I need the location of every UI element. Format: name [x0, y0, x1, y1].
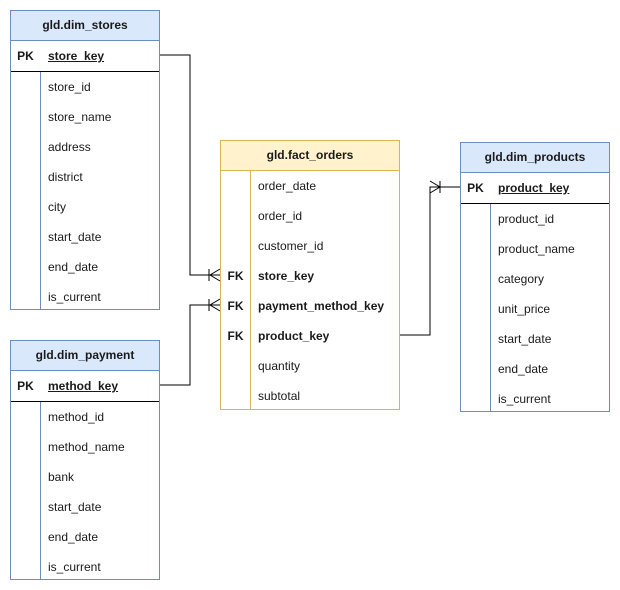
fk-column: payment_method_key: [258, 299, 385, 313]
pk-marker: PK: [17, 379, 34, 393]
column-row[interactable]: district: [11, 162, 159, 192]
column-row[interactable]: start_date: [11, 492, 159, 522]
column-row[interactable]: unit_price: [461, 294, 609, 324]
column-name: order_id: [258, 209, 303, 223]
column-row[interactable]: end_date: [11, 252, 159, 282]
pk-column: product_key: [498, 181, 570, 195]
key-divider: [490, 204, 491, 412]
column-row[interactable]: is_current: [11, 552, 159, 582]
column-name: unit_price: [498, 302, 551, 316]
fk-marker: FK: [227, 299, 244, 313]
table-dim-stores[interactable]: gld.dim_stores PK store_key store_id sto…: [10, 10, 160, 310]
product-key-relationship-line: [400, 186, 460, 336]
pk-row[interactable]: PK product_key: [461, 173, 609, 204]
fk-row[interactable]: FK store_key: [221, 261, 399, 291]
column-row[interactable]: city: [11, 192, 159, 222]
column-row[interactable]: customer_id: [221, 231, 399, 261]
column-name: end_date: [498, 362, 549, 376]
table-title: gld.dim_payment: [11, 341, 159, 371]
column-row[interactable]: bank: [11, 462, 159, 492]
column-name: start_date: [48, 500, 102, 514]
column-row[interactable]: start_date: [461, 324, 609, 354]
column-name: category: [498, 272, 545, 286]
payment-key-relationship-line: [160, 304, 220, 386]
key-divider: [250, 171, 251, 410]
column-name: bank: [48, 470, 75, 484]
column-row[interactable]: is_current: [461, 384, 609, 414]
table-dim-products[interactable]: gld.dim_products PK product_key product_…: [460, 142, 610, 412]
column-row[interactable]: store_id: [11, 72, 159, 102]
column-row[interactable]: subtotal: [221, 381, 399, 411]
column-name: district: [48, 170, 83, 184]
column-name: is_current: [498, 392, 551, 406]
table-dim-payment[interactable]: gld.dim_payment PK method_key method_id …: [10, 340, 160, 580]
column-name: product_id: [498, 212, 555, 226]
column-name: order_date: [258, 179, 317, 193]
pk-marker: PK: [17, 49, 34, 63]
fk-marker: FK: [227, 329, 244, 343]
table-title: gld.dim_products: [461, 143, 609, 173]
fk-column: product_key: [258, 329, 330, 343]
column-name: start_date: [48, 230, 102, 244]
column-row[interactable]: category: [461, 264, 609, 294]
column-name: subtotal: [258, 389, 301, 403]
column-name: start_date: [498, 332, 552, 346]
pk-column: store_key: [48, 49, 105, 63]
table-fact-orders[interactable]: gld.fact_orders order_date order_id cust…: [220, 140, 400, 410]
column-row[interactable]: method_name: [11, 432, 159, 462]
column-row[interactable]: method_id: [11, 402, 159, 432]
pk-row[interactable]: PK store_key: [11, 41, 159, 72]
column-name: address: [48, 140, 91, 154]
column-name: end_date: [48, 530, 99, 544]
key-divider: [40, 402, 41, 580]
fk-row[interactable]: FK payment_method_key: [221, 291, 399, 321]
column-row[interactable]: is_current: [11, 282, 159, 312]
column-name: method_name: [48, 440, 125, 454]
column-row[interactable]: start_date: [11, 222, 159, 252]
column-row[interactable]: store_name: [11, 102, 159, 132]
column-name: quantity: [258, 359, 301, 373]
store-key-relationship-line: [160, 54, 220, 276]
column-row[interactable]: product_id: [461, 204, 609, 234]
column-name: method_id: [48, 410, 105, 424]
column-name: end_date: [48, 260, 99, 274]
column-name: product_name: [498, 242, 575, 256]
pk-marker: PK: [467, 181, 484, 195]
pk-row[interactable]: PK method_key: [11, 371, 159, 402]
column-row[interactable]: quantity: [221, 351, 399, 381]
fk-row[interactable]: FK product_key: [221, 321, 399, 351]
column-row[interactable]: end_date: [11, 522, 159, 552]
key-divider: [40, 72, 41, 310]
column-name: store_id: [48, 80, 91, 94]
table-title: gld.fact_orders: [221, 141, 399, 171]
table-title: gld.dim_stores: [11, 11, 159, 41]
column-row[interactable]: end_date: [461, 354, 609, 384]
column-name: city: [48, 200, 66, 214]
crows-foot-store-key-icon: [208, 268, 221, 282]
fk-column: store_key: [258, 269, 315, 283]
column-row[interactable]: order_date: [221, 171, 399, 201]
column-name: is_current: [48, 560, 101, 574]
column-name: store_name: [48, 110, 112, 124]
column-name: customer_id: [258, 239, 324, 253]
crows-foot-payment-key-icon: [208, 298, 221, 312]
pk-column: method_key: [48, 379, 119, 393]
column-row[interactable]: order_id: [221, 201, 399, 231]
column-row[interactable]: product_name: [461, 234, 609, 264]
fk-marker: FK: [227, 269, 244, 283]
column-row[interactable]: address: [11, 132, 159, 162]
crows-foot-product-key-icon: [429, 180, 441, 194]
column-name: is_current: [48, 290, 101, 304]
